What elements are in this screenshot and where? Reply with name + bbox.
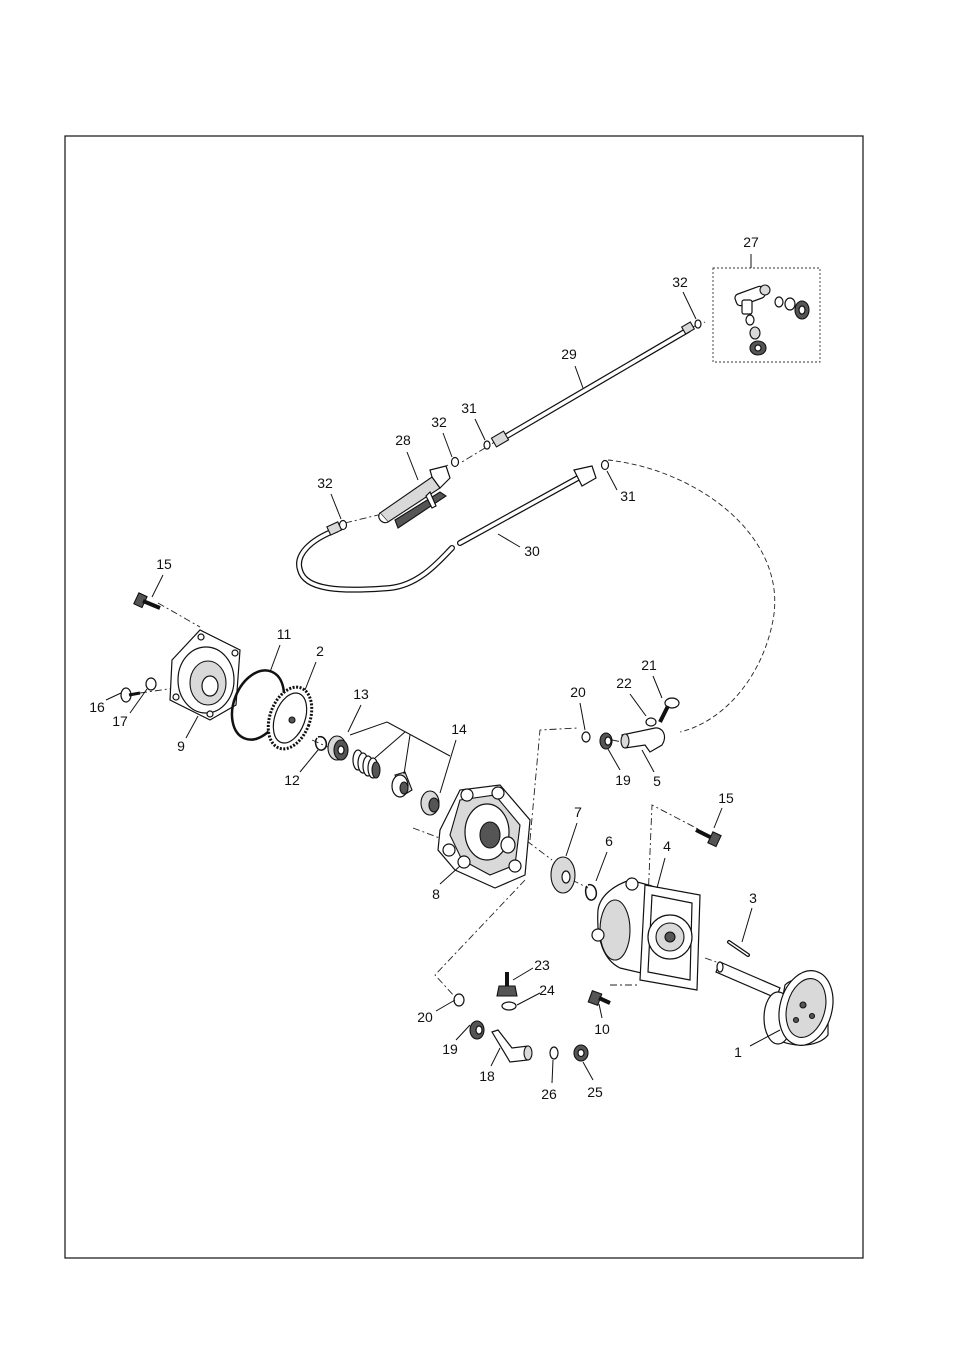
callout-18: 18	[479, 1068, 495, 1084]
callout-3: 3	[749, 890, 757, 906]
washer-20-upper	[581, 731, 591, 743]
washer-17	[145, 677, 157, 691]
callout-28: 28	[395, 432, 411, 448]
washer-32-mid	[450, 456, 460, 468]
nut-25	[573, 1044, 589, 1062]
callout-2: 2	[316, 643, 324, 659]
screw-16	[120, 687, 141, 703]
callout-21: 21	[641, 657, 657, 673]
gear-2	[266, 685, 314, 751]
callout-23: 23	[534, 957, 550, 973]
callout-32-mid: 32	[431, 414, 447, 430]
fitting-kit	[712, 267, 821, 363]
callout-4: 4	[663, 838, 671, 854]
callout-20-lower: 20	[417, 1009, 433, 1025]
washer-7	[550, 856, 576, 894]
fitting-19-lower	[469, 1020, 485, 1040]
callout-22: 22	[616, 675, 632, 691]
hose	[296, 465, 597, 593]
callout-5: 5	[653, 773, 661, 789]
spray-gun	[378, 465, 451, 529]
washer-26	[549, 1046, 559, 1060]
callout-13: 13	[353, 686, 369, 702]
elbow-5	[620, 727, 666, 753]
callout-8: 8	[432, 886, 440, 902]
washer-22	[645, 717, 657, 727]
callout-19-upper: 19	[615, 772, 631, 788]
callout-16: 16	[89, 699, 105, 715]
callout-9: 9	[177, 738, 185, 754]
bolt-15-left	[133, 592, 161, 610]
callout-1: 1	[734, 1044, 742, 1060]
pump-body-8	[437, 784, 531, 889]
callout-15-right: 15	[718, 790, 734, 806]
callout-30: 30	[524, 543, 540, 559]
callout-17: 17	[112, 713, 128, 729]
washer-32-top	[694, 319, 702, 329]
bolt-21	[658, 697, 680, 723]
callouts: 27 32 29 31 32 28 32 31 30 15 11 2 21 22…	[89, 234, 759, 1102]
callout-14: 14	[451, 721, 467, 737]
elbow-18	[491, 1029, 533, 1063]
fitting-19-upper	[599, 732, 613, 750]
snap-ring-6	[584, 883, 598, 901]
callout-31-right: 31	[620, 488, 636, 504]
callout-27: 27	[743, 234, 759, 250]
callout-6: 6	[605, 833, 613, 849]
pump-cover	[169, 629, 241, 721]
callout-10: 10	[594, 1021, 610, 1037]
callout-15-left: 15	[156, 556, 172, 572]
callout-24: 24	[539, 982, 555, 998]
callout-29: 29	[561, 346, 577, 362]
bearing-13	[327, 735, 349, 761]
drum-1	[715, 961, 834, 1046]
callout-32-left: 32	[317, 475, 333, 491]
callout-31-top: 31	[461, 400, 477, 416]
washer-31-top	[483, 440, 491, 450]
bolt-15-right	[695, 828, 722, 848]
bolt-23	[496, 972, 518, 997]
washer-31-right	[600, 459, 610, 471]
snap-ring-12	[314, 735, 328, 751]
housing-4	[591, 877, 701, 991]
spring-set-14	[349, 721, 451, 816]
diagram-frame	[64, 135, 864, 1259]
callout-7: 7	[574, 804, 582, 820]
callout-26: 26	[541, 1086, 557, 1102]
callout-32-top: 32	[672, 274, 688, 290]
washer-20-lower	[453, 993, 465, 1007]
bolt-10	[587, 989, 611, 1007]
callout-11: 11	[277, 626, 292, 642]
callout-19-lower: 19	[442, 1041, 458, 1057]
lance-tube	[490, 321, 696, 448]
leader-lines	[105, 254, 781, 1084]
callout-12: 12	[284, 772, 300, 788]
washer-24	[501, 1001, 517, 1011]
callout-25: 25	[587, 1084, 603, 1100]
callout-20-upper: 20	[570, 684, 586, 700]
